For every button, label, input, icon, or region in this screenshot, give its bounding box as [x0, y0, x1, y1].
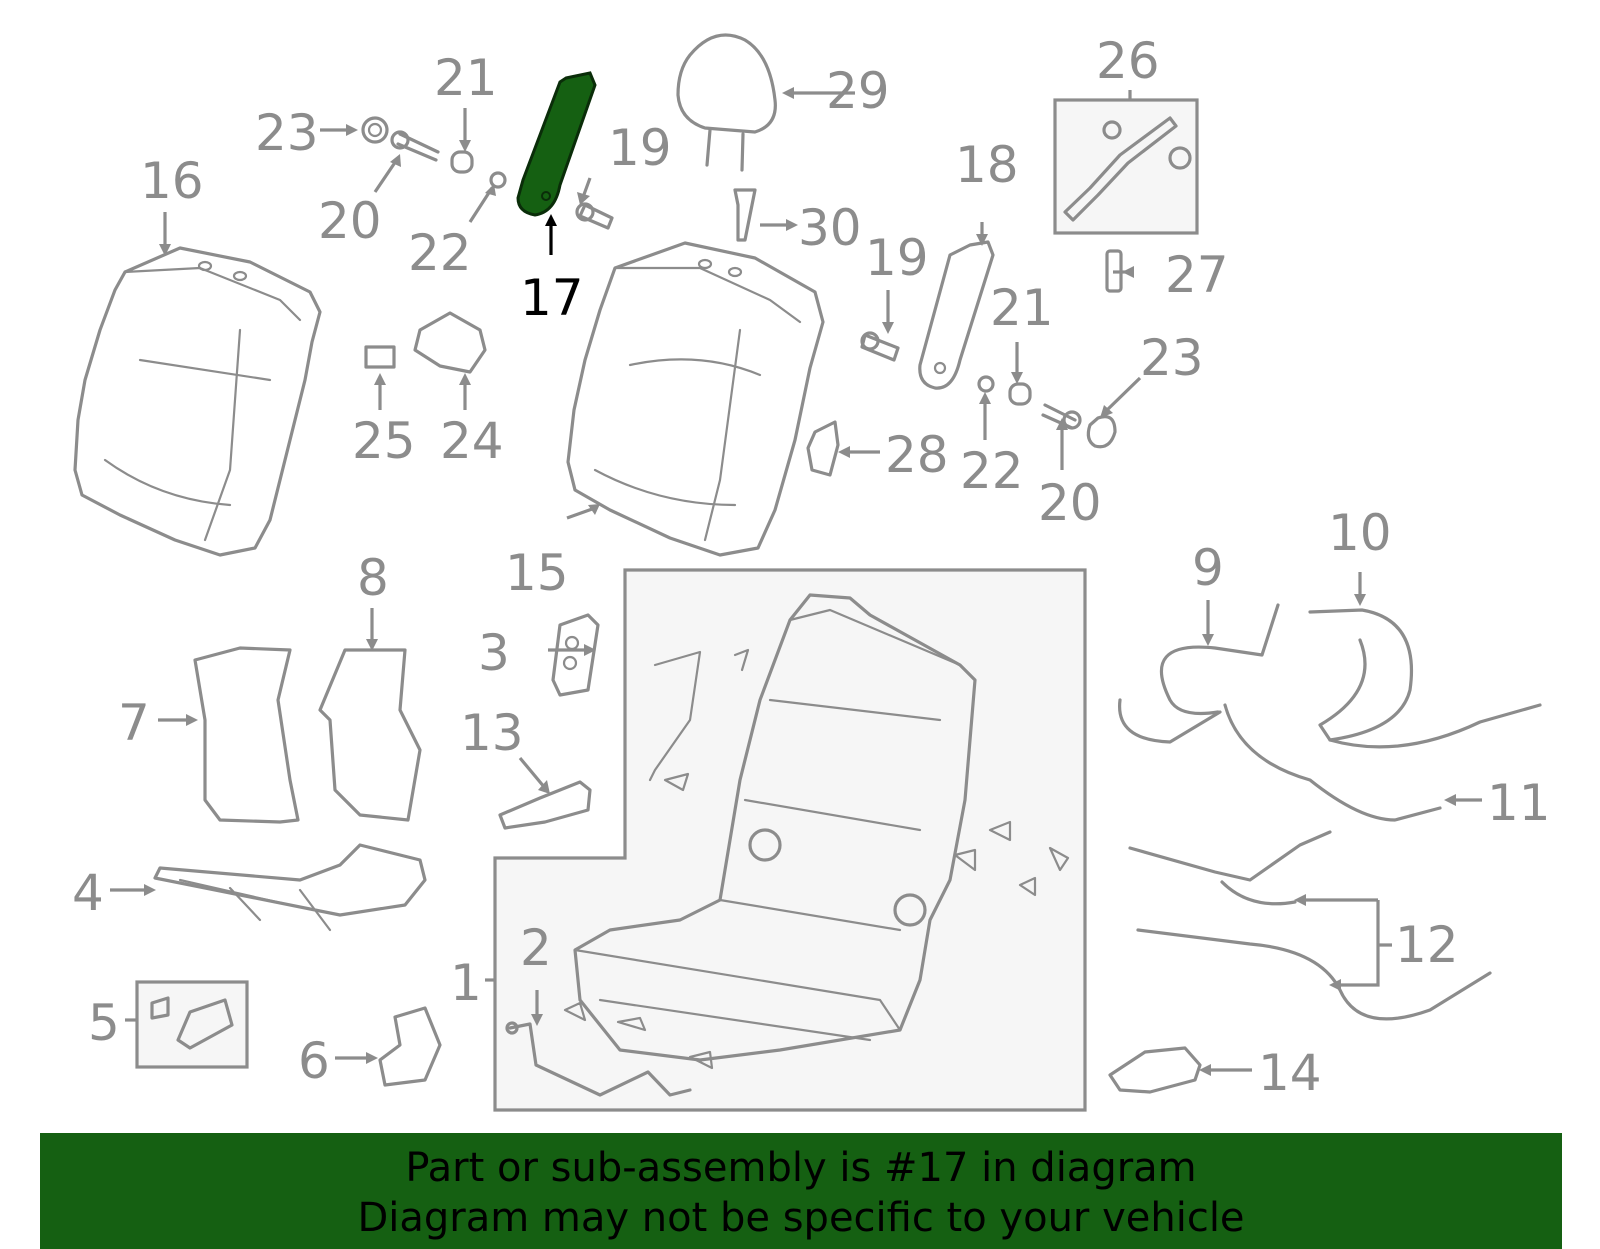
info-banner: Part or sub-assembly is #17 in diagram D…	[40, 1133, 1562, 1249]
callout-19-right: 19	[865, 229, 929, 287]
callout-11: 11	[1487, 774, 1551, 832]
part-3-switch	[551, 613, 600, 697]
callout-29: 29	[826, 62, 890, 120]
callout-20-right: 20	[1038, 474, 1102, 532]
hardware-left-group	[361, 116, 614, 230]
callout-16: 16	[140, 152, 204, 210]
banner-line-disclaimer: Diagram may not be specific to your vehi…	[357, 1195, 1245, 1241]
hardware-right-group	[860, 331, 1117, 449]
part-17-armrest-highlight	[516, 71, 597, 217]
callout-17: 17	[520, 269, 584, 327]
part-4-seat-trim	[153, 843, 427, 932]
part-5-pad	[150, 996, 234, 1050]
callout-26: 26	[1096, 32, 1160, 90]
part-6-bracket	[378, 1006, 442, 1087]
part-15-seat-back-cover	[566, 241, 825, 557]
part-18-armrest	[918, 240, 995, 390]
part-26-rod-kit	[1063, 116, 1192, 222]
callout-30: 30	[798, 199, 862, 257]
callout-20-left: 20	[318, 192, 382, 250]
callout-labels: 23 21 20 22 17 19 29 26 30 18 19 27 21 2…	[72, 32, 1551, 1102]
callout-23-left: 23	[255, 104, 319, 162]
part-17-hole	[541, 191, 551, 201]
callout-3: 3	[478, 624, 510, 682]
callout-4: 4	[72, 864, 104, 922]
part-24-bracket	[413, 311, 487, 374]
part-13-bracket	[498, 780, 592, 830]
callout-15: 15	[505, 544, 569, 602]
banner-line-part-number: Part or sub-assembly is #17 in diagram	[405, 1145, 1197, 1191]
callout-28: 28	[885, 426, 949, 484]
part-29-headrest	[676, 33, 777, 172]
part-10-cable	[1308, 608, 1413, 742]
callout-10: 10	[1328, 504, 1392, 562]
part-14-cover	[1108, 1046, 1202, 1094]
callout-13: 13	[460, 704, 524, 762]
part-16-seat-back-cover	[73, 246, 322, 557]
callout-7: 7	[118, 694, 150, 752]
part-25-clip	[364, 345, 396, 369]
callout-24: 24	[440, 412, 504, 470]
callout-27: 27	[1165, 246, 1229, 304]
part-28-bracket	[806, 420, 840, 477]
part-9-cable-loop	[1118, 698, 1222, 744]
callout-1: 1	[450, 954, 482, 1012]
callout-21-left: 21	[434, 49, 498, 107]
callout-21-right: 21	[990, 279, 1054, 337]
callout-2: 2	[520, 919, 552, 977]
part-12-cable-upper	[1128, 830, 1332, 906]
callout-25: 25	[352, 412, 416, 470]
part-5-box	[135, 980, 249, 1069]
part-11-cable	[1223, 703, 1542, 822]
part-9-cable	[1159, 603, 1280, 716]
callout-9: 9	[1192, 539, 1224, 597]
arrowheads	[144, 87, 1456, 1076]
callout-6: 6	[298, 1032, 330, 1090]
callout-22-right: 22	[960, 442, 1024, 500]
callout-23-right: 23	[1140, 329, 1204, 387]
callout-8: 8	[357, 549, 389, 607]
part-2-wire	[508, 1022, 692, 1097]
callout-12: 12	[1395, 916, 1459, 974]
callout-22-left: 22	[408, 224, 472, 282]
part-7-side-trim	[193, 646, 300, 824]
part-8-side-trim	[318, 648, 422, 822]
callout-19-left: 19	[608, 119, 672, 177]
seat-frame-box	[493, 568, 1087, 1112]
part-1-seat-frame	[563, 593, 1070, 1070]
callout-5: 5	[88, 994, 120, 1052]
part-30-guide	[733, 188, 757, 242]
callout-18: 18	[955, 136, 1019, 194]
callout-14: 14	[1258, 1044, 1322, 1102]
